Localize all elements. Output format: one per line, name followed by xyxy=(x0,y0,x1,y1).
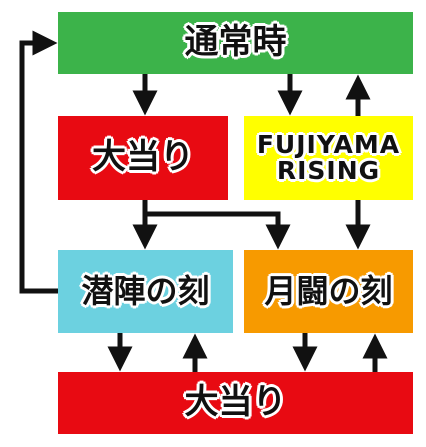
arrow-jackpot-top-to-getto xyxy=(145,211,291,250)
node-fujiyama-rising: FUJIYAMA RISING xyxy=(244,116,413,200)
node-getto-label: 月闘の刻 xyxy=(264,271,393,310)
node-senjin: 潜陣の刻 xyxy=(58,250,233,333)
node-jackpot-top-label: 大当り xyxy=(92,137,194,178)
node-fujiyama-rising-label: FUJIYAMA RISING xyxy=(256,129,401,185)
node-jackpot-top: 大当り xyxy=(58,116,228,200)
node-getto: 月闘の刻 xyxy=(244,250,413,333)
arrow-senjin-to-normal xyxy=(19,30,58,294)
node-normal-label: 通常時 xyxy=(184,22,287,63)
node-normal: 通常時 xyxy=(58,12,413,74)
node-senjin-label: 潜陣の刻 xyxy=(81,271,210,310)
node-jackpot-bottom: 大当り xyxy=(58,372,413,434)
node-jackpot-bottom-label: 大当り xyxy=(184,382,287,423)
